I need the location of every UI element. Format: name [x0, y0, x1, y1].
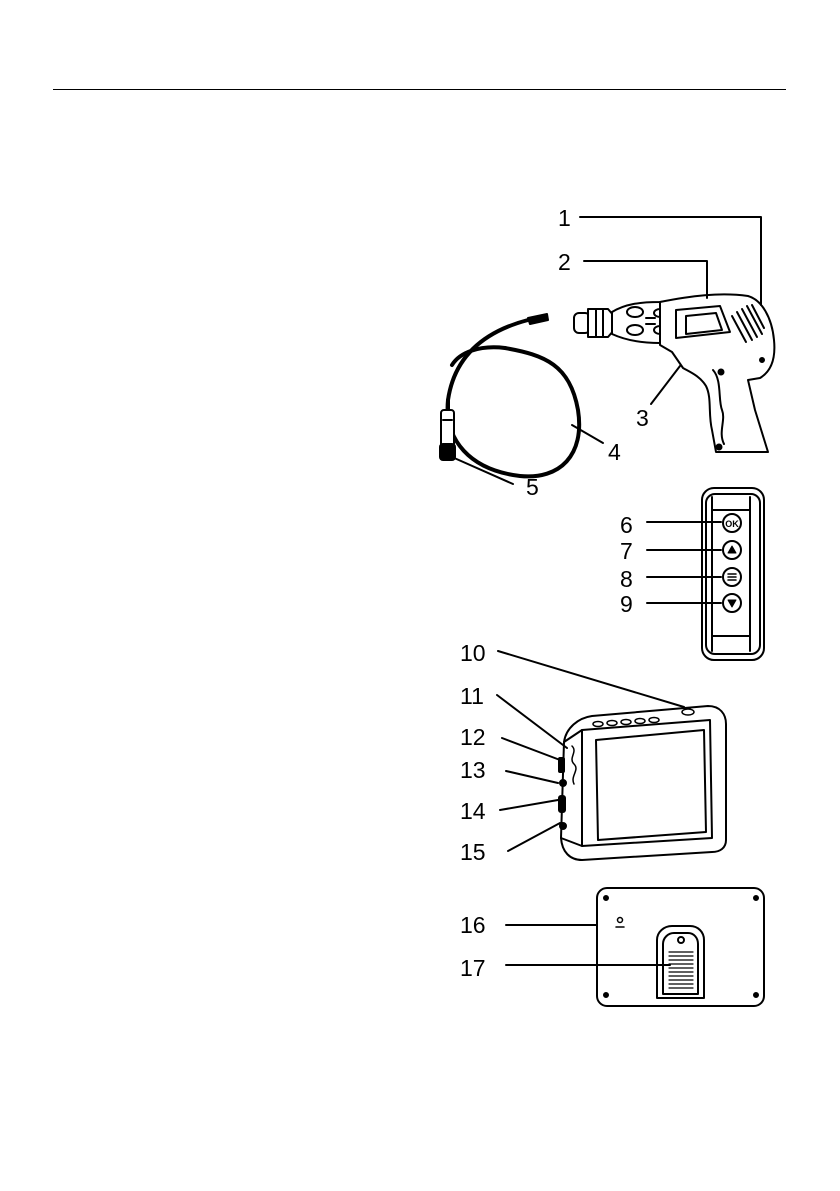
- callout-14: 14: [460, 798, 486, 824]
- callout-8: 8: [620, 566, 633, 592]
- callout-3: 3: [636, 405, 649, 431]
- monitor-back-view: [597, 888, 764, 1006]
- menu-button[interactable]: [723, 568, 741, 586]
- ok-button-label: OK: [725, 519, 739, 529]
- callout-16: 16: [460, 912, 486, 938]
- probe-cable: [440, 314, 579, 476]
- ok-button[interactable]: OK: [723, 514, 741, 532]
- callout-12: 12: [460, 724, 486, 750]
- monitor-side-view: OK: [702, 488, 764, 660]
- callout-11: 11: [460, 683, 484, 709]
- callout-5: 5: [526, 474, 539, 500]
- callout-7: 7: [620, 538, 633, 564]
- callout-9: 9: [620, 591, 633, 617]
- callout-13: 13: [460, 757, 486, 783]
- callout-2: 2: [558, 249, 571, 275]
- callout-4: 4: [608, 439, 621, 465]
- callout-17: 17: [460, 955, 486, 981]
- callout-15: 15: [460, 839, 486, 865]
- callout-10: 10: [460, 640, 486, 666]
- monitor-perspective-view: [559, 706, 726, 860]
- down-button[interactable]: [723, 594, 741, 612]
- callout-6: 6: [620, 512, 633, 538]
- up-button[interactable]: [723, 541, 741, 559]
- callout-1: 1: [558, 205, 571, 231]
